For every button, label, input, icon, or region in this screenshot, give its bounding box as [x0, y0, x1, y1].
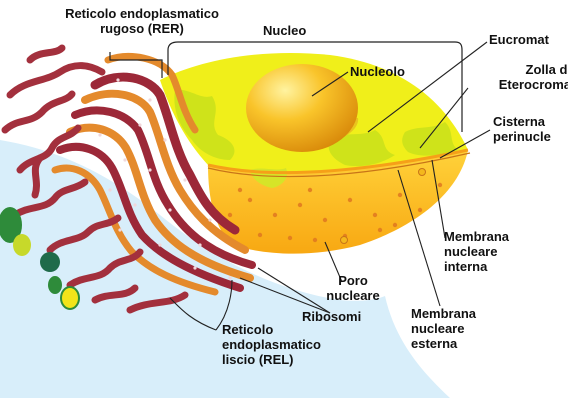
- organelle: [0, 207, 22, 243]
- label-cisterna-line2: perinucle: [493, 129, 551, 144]
- label-rer-line1: Reticolo endoplasmatico: [65, 6, 219, 21]
- nucleolus: [246, 64, 358, 152]
- nuclear-pore: [340, 236, 348, 244]
- label-nucleolo: Nucleolo: [350, 64, 405, 79]
- heterochromatin-clump: [418, 168, 426, 176]
- chromatin: [328, 130, 395, 167]
- label-membrana-esterna-line1: Membrana: [411, 306, 477, 321]
- label-rer-line2: rugoso (RER): [100, 21, 184, 36]
- nuclear-envelope: [207, 148, 469, 175]
- leader-lines: [169, 41, 491, 331]
- label-poro: Poro nucleare: [318, 273, 388, 303]
- label-cisterna: Cisterna perinucle: [493, 114, 551, 144]
- rough-er: [51, 53, 256, 296]
- rer-bracket: [109, 52, 163, 78]
- smooth-er: [1, 44, 189, 314]
- organelle: [40, 252, 60, 272]
- label-rel-line3: liscio (REL): [222, 352, 294, 367]
- organelle: [60, 286, 80, 310]
- label-membrana-esterna-line3: esterna: [411, 336, 458, 351]
- nuclear-envelope-outer: [207, 152, 471, 178]
- label-rel-line1: Reticolo: [222, 322, 274, 337]
- label-membrana-esterna: Membrana nucleare esterna: [411, 306, 476, 351]
- nucleoplasm-dots: [227, 182, 443, 243]
- organelle: [48, 276, 62, 294]
- label-membrana-interna-line3: interna: [444, 259, 488, 274]
- label-rer: Reticolo endoplasmatico rugoso (RER): [37, 6, 247, 36]
- label-poro-line2: nucleare: [326, 288, 380, 303]
- nucleus-bracket: [167, 41, 463, 132]
- label-ribosomi: Ribosomi: [302, 309, 362, 324]
- label-eucromatina: Eucromat: [489, 32, 549, 47]
- label-nucleo: Nucleo: [263, 23, 307, 38]
- chromatin: [402, 122, 458, 156]
- label-zolla-line2: Eterocroma: [498, 77, 568, 92]
- label-membrana-esterna-line2: nucleare: [411, 321, 465, 336]
- label-membrana-interna-line2: nucleare: [444, 244, 498, 259]
- chromatin: [174, 89, 235, 160]
- label-membrana-interna-line1: Membrana: [444, 229, 510, 244]
- label-cisterna-line1: Cisterna: [493, 114, 546, 129]
- organelle: [13, 234, 31, 256]
- label-zolla-line1: Zolla di: [525, 62, 568, 77]
- ribosomes: [98, 78, 232, 280]
- label-membrana-interna: Membrana nucleare interna: [444, 229, 509, 274]
- label-zolla: Zolla di Eterocroma: [471, 62, 568, 92]
- label-rel: Reticolo endoplasmatico liscio (REL): [222, 322, 321, 367]
- label-poro-line1: Poro: [338, 273, 368, 288]
- label-rel-line2: endoplasmatico: [222, 337, 321, 352]
